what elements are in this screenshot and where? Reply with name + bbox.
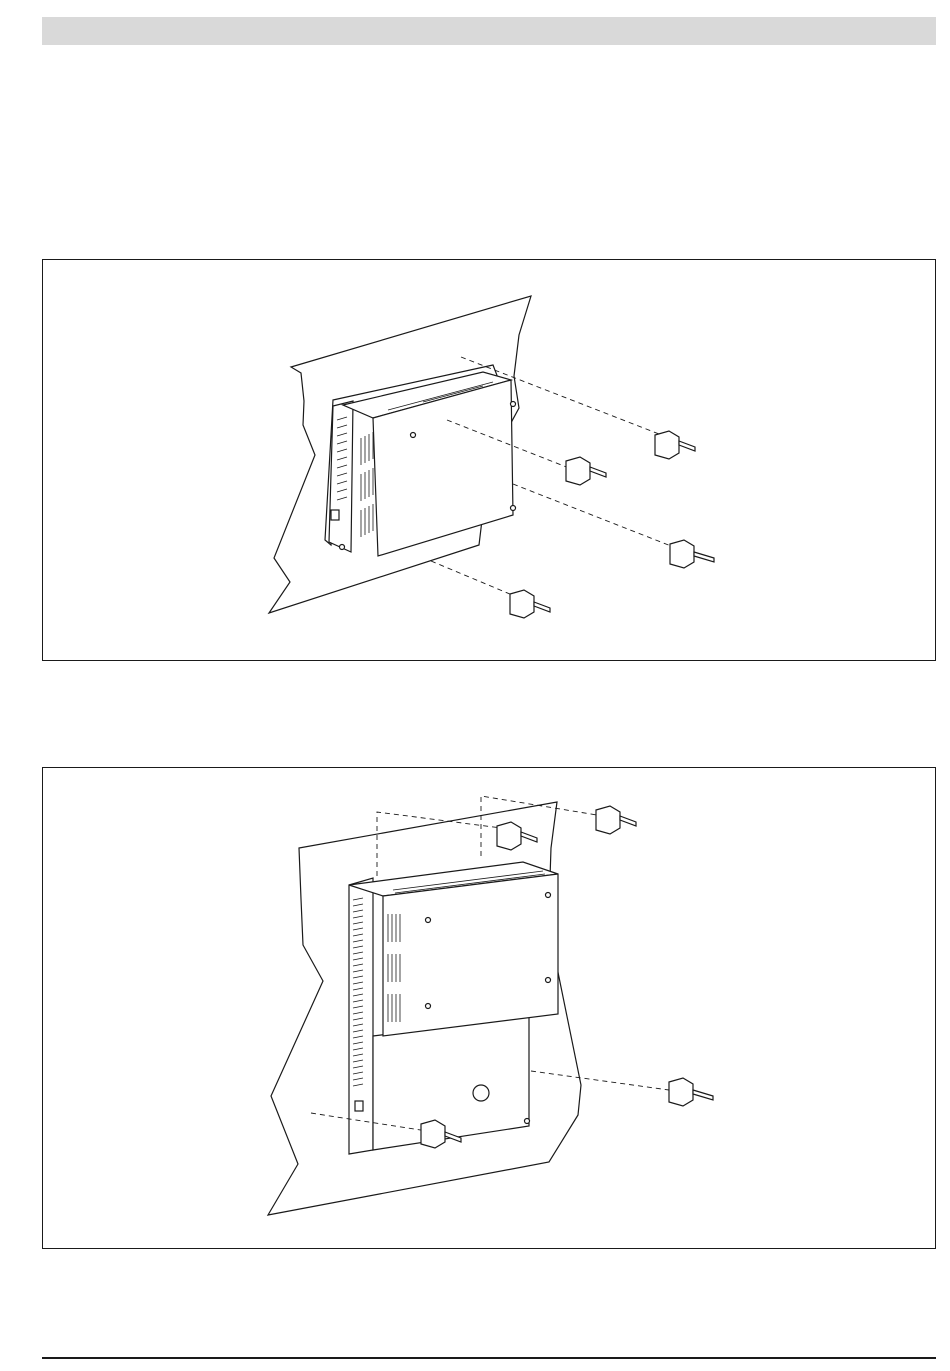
- figure-1-frame: [42, 259, 936, 661]
- figure-2-frame: [42, 767, 936, 1249]
- figure-1-illustration: [43, 260, 936, 661]
- mounting-clip: [566, 457, 606, 485]
- mounting-clip: [655, 431, 695, 459]
- page-header-bar: [42, 17, 936, 45]
- mounting-clip: [596, 806, 636, 834]
- figure-2-illustration: [43, 768, 936, 1249]
- back-vents: [361, 432, 373, 537]
- device-side-panel: [329, 401, 353, 552]
- plate-screw: [525, 1119, 530, 1124]
- footer-rule: [42, 1357, 936, 1359]
- rear-plate: [373, 1016, 529, 1150]
- mounting-clip: [670, 540, 714, 568]
- device-back: [383, 874, 558, 1036]
- device-front: [349, 878, 373, 1154]
- mounting-clip: [510, 590, 550, 618]
- mounting-clip: [669, 1078, 713, 1106]
- cable-hole: [473, 1085, 489, 1101]
- mounting-clip: [497, 822, 537, 850]
